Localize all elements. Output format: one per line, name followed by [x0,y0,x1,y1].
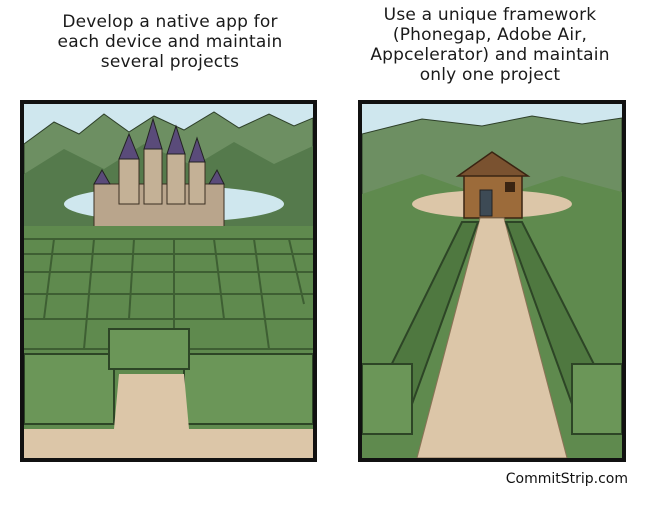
caption-line: Use a unique framework [383,5,597,25]
right-comic-panel [358,100,626,462]
maze-walls [24,238,313,350]
castle [93,117,225,230]
caption-line: Develop a native app for [62,12,278,32]
caption-line: Appcelerator) and maintain [370,45,610,65]
shack-path-illustration [362,104,622,458]
left-comic-panel [20,100,317,462]
caption-line: several projects [100,52,240,72]
castle-maze-illustration [24,104,313,458]
commitstrip-credit: CommitStrip.com [505,471,628,487]
left-panel-caption: Develop a native app for each device and… [20,12,320,72]
caption-line: (Phonegap, Adobe Air, [392,25,588,45]
shack [455,151,531,219]
caption-line: only one project [419,65,561,85]
caption-line: each device and maintain [57,32,283,52]
right-panel-caption: Use a unique framework (Phonegap, Adobe … [345,5,635,85]
